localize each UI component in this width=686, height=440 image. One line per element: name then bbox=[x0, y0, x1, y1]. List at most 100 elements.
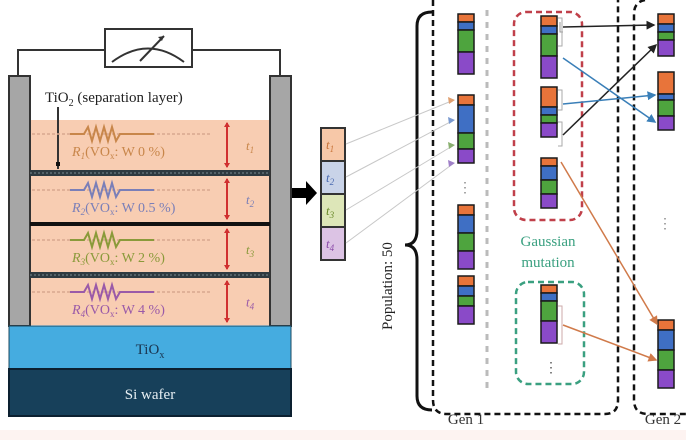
crossover-arrow bbox=[562, 20, 656, 30]
chromosome bbox=[540, 15, 558, 79]
chromosome bbox=[457, 204, 475, 270]
gene-segment-green bbox=[657, 99, 675, 117]
population-label: Population: 50 bbox=[380, 242, 396, 330]
resistor-icon bbox=[70, 229, 154, 251]
gene-segment-purple bbox=[540, 55, 558, 79]
resistor-label: R1(VOx: W 0 %) bbox=[71, 145, 165, 161]
right-electrode bbox=[269, 75, 292, 327]
gene-segment-blue bbox=[457, 21, 475, 31]
si-wafer-layer bbox=[8, 368, 292, 417]
gene-segment-green bbox=[540, 300, 558, 322]
gen2-label: Gen 2 bbox=[645, 412, 681, 428]
gene-segment-green bbox=[657, 349, 675, 371]
gene-segment-orange bbox=[540, 86, 558, 108]
ellipsis: ⋮ bbox=[458, 181, 472, 196]
gene-segment-purple bbox=[540, 193, 558, 209]
resistor-label: R2(VOx: W 0.5 %) bbox=[71, 201, 176, 217]
gene-segment-orange bbox=[540, 284, 558, 294]
gene-segment-green bbox=[540, 114, 558, 124]
chromosome bbox=[657, 319, 675, 389]
gene-segment-green bbox=[540, 179, 558, 195]
device-stack: TiO2 (separation layer) R1(VOx: W 0 %) t1… bbox=[8, 28, 292, 417]
thickness-label: t3 bbox=[246, 242, 255, 259]
gene-mapping-line bbox=[345, 99, 455, 145]
resistor-label: R3(VOx: W 2 %) bbox=[71, 251, 165, 267]
crossover-arrows bbox=[558, 17, 658, 362]
gene-segment-orange bbox=[457, 13, 475, 23]
gene-segment-blue bbox=[540, 106, 558, 116]
circuit-wire bbox=[17, 49, 105, 76]
mutation-label: Gaussian bbox=[521, 234, 576, 250]
gene-segment-green bbox=[657, 31, 675, 41]
gene-segment-green bbox=[457, 232, 475, 252]
si-wafer-label: Si wafer bbox=[125, 387, 175, 403]
gene-segment-orange bbox=[540, 157, 558, 167]
chromosome bbox=[657, 13, 675, 57]
gene-segment-green bbox=[540, 33, 558, 57]
gene-segment-orange bbox=[657, 319, 675, 331]
gene-segment-blue bbox=[457, 214, 475, 234]
gene-segment-orange bbox=[657, 71, 675, 95]
gene-cell-t1 bbox=[320, 127, 346, 162]
thickness-label: t1 bbox=[246, 138, 254, 155]
gene-segment-purple bbox=[457, 51, 475, 75]
left-electrode bbox=[8, 75, 31, 327]
mutation-arrow bbox=[562, 324, 658, 362]
gen1-label: Gen 1 bbox=[448, 412, 484, 428]
gene-segment-purple bbox=[457, 305, 475, 325]
gene-segment-purple bbox=[540, 320, 558, 344]
chromosome bbox=[540, 86, 558, 138]
bottom-strip bbox=[0, 430, 686, 440]
separation-layer-label: TiO2 (separation layer) bbox=[45, 90, 183, 109]
gene-label: t2 bbox=[326, 170, 335, 187]
gene-segment-blue bbox=[657, 93, 675, 101]
gene-segment-blue bbox=[540, 25, 558, 35]
thickness-label: t4 bbox=[246, 295, 255, 312]
gene-segment-blue bbox=[457, 285, 475, 297]
chromosome bbox=[540, 157, 558, 209]
gene-segment-blue bbox=[657, 329, 675, 351]
gene-cell-t4 bbox=[320, 226, 346, 261]
resistor-icon bbox=[70, 179, 154, 201]
transform-arrow-icon bbox=[292, 181, 317, 205]
ellipsis: ⋮ bbox=[544, 361, 558, 376]
crossover-arrow bbox=[562, 57, 657, 123]
gene-mapping-arrowhead bbox=[448, 160, 455, 167]
chromosome bbox=[457, 275, 475, 325]
gene-cell-t2 bbox=[320, 160, 346, 195]
crossover-arrow bbox=[562, 91, 657, 105]
tiox-layer bbox=[8, 325, 292, 370]
gene-mapping-arrowhead bbox=[448, 142, 455, 149]
gene-segment-blue bbox=[657, 23, 675, 33]
gene-segment-blue bbox=[540, 292, 558, 302]
gene-segment-blue bbox=[457, 104, 475, 134]
gene-segment-purple bbox=[657, 115, 675, 131]
gene-segment-orange bbox=[657, 13, 675, 25]
circuit-wire bbox=[192, 49, 281, 76]
gene-mapping-line bbox=[345, 144, 455, 211]
gene-label: t1 bbox=[326, 137, 334, 154]
gene-segment-green bbox=[457, 132, 475, 150]
gene-segment-orange bbox=[457, 94, 475, 106]
gen1-box bbox=[431, 0, 620, 416]
chromosome bbox=[540, 284, 558, 344]
resistor-label: R4(VOx: W 4 %) bbox=[71, 303, 165, 319]
thickness-label: t2 bbox=[246, 192, 255, 209]
mutation-label: mutation bbox=[521, 255, 575, 271]
resistor-icon bbox=[70, 123, 154, 145]
separation-layer bbox=[30, 222, 270, 226]
gene-segment-purple bbox=[657, 369, 675, 389]
gene-segment-purple bbox=[457, 250, 475, 270]
vox-layer-4: R4(VOx: W 4 %) t4 bbox=[32, 280, 255, 323]
gene-mapping-arrowhead bbox=[448, 97, 455, 104]
gene-segment-blue bbox=[540, 165, 558, 181]
meter-icon bbox=[104, 28, 193, 68]
vox-layer-3: R3(VOx: W 2 %) t3 bbox=[32, 228, 255, 270]
population-brace: Population: 50 bbox=[380, 10, 433, 412]
resistor-icon bbox=[70, 281, 154, 303]
gene-label: t3 bbox=[326, 203, 335, 220]
gene-mapping-line bbox=[345, 162, 455, 244]
gene-segment-green bbox=[457, 29, 475, 53]
gene-label: t4 bbox=[326, 236, 335, 253]
